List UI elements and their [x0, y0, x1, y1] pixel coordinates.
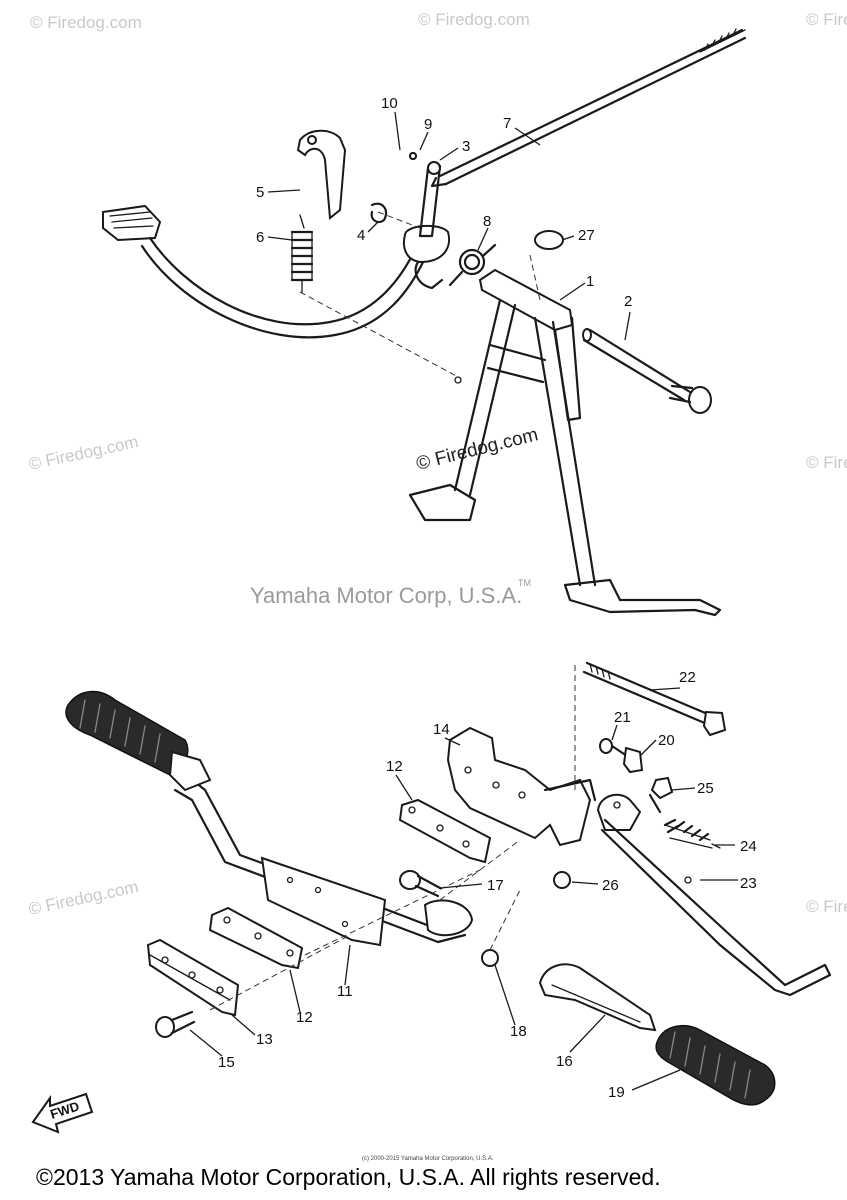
- side-stand: [596, 793, 832, 997]
- footrest-bar: [173, 768, 474, 947]
- copyright: ©2013 Yamaha Motor Corporation, U.S.A. A…: [36, 1164, 661, 1190]
- main-stand: [408, 268, 722, 617]
- callout-21: 21: [614, 709, 631, 726]
- callout-8: 8: [483, 213, 491, 230]
- bolt-20: [610, 744, 644, 774]
- callout-12b: 12: [296, 1009, 313, 1026]
- bolt-15: [155, 1010, 196, 1038]
- callout-14: 14: [433, 721, 450, 738]
- watermark: © Firedog.com: [806, 897, 847, 916]
- callout-4: 4: [357, 227, 365, 244]
- fwd-arrow: FWD: [31, 1092, 94, 1134]
- mid-credit: Yamaha Motor Corp, U.S.A.: [250, 583, 522, 608]
- callout-3: 3: [462, 138, 470, 155]
- plate-upper: [398, 798, 492, 864]
- callout-10: 10: [381, 95, 398, 112]
- watermark: © Firedog.com: [806, 453, 847, 472]
- nut-18: [481, 949, 499, 967]
- callout-17: 17: [487, 877, 504, 894]
- brake-lever: [409, 152, 442, 238]
- callout-12a: 12: [386, 758, 403, 775]
- callout-20: 20: [658, 732, 675, 749]
- brake-pedal: [102, 204, 450, 339]
- rear-footrest-rubber: [655, 1024, 776, 1106]
- side-stand-spring: [663, 818, 721, 849]
- rubber-cap: [534, 230, 564, 250]
- callout-25: 25: [697, 780, 714, 797]
- callout-11: 11: [337, 983, 353, 1000]
- bolt-17: [399, 870, 442, 898]
- watermark: © Firedog.com: [27, 432, 140, 474]
- circlip: [370, 202, 388, 224]
- bolt-25: [648, 776, 674, 814]
- watermark: © Firedog.com: [30, 13, 142, 32]
- watermark: © Firedog.com: [418, 10, 530, 29]
- small-credit: (c) 2000-2015 Yamaha Motor Corporation, …: [362, 1156, 494, 1162]
- brake-rod: [430, 28, 747, 188]
- callout-7: 7: [503, 115, 511, 132]
- callout-15: 15: [218, 1054, 235, 1071]
- callout-1: 1: [586, 273, 594, 290]
- plate-lower: [208, 906, 304, 970]
- long-bolt: [582, 661, 727, 737]
- front-footrest-rubber: [65, 690, 212, 792]
- callout-5: 5: [256, 184, 264, 201]
- callout-19: 19: [608, 1084, 625, 1101]
- washer-21: [599, 738, 613, 754]
- bracket-upper: [446, 726, 597, 847]
- stay-bracket: [296, 129, 347, 220]
- callout-22: 22: [679, 669, 696, 686]
- callout-24: 24: [740, 838, 757, 855]
- upper-assembly: [102, 28, 747, 617]
- callout-13: 13: [256, 1031, 273, 1048]
- washer: [409, 152, 417, 160]
- callout-27: 27: [578, 227, 595, 244]
- callout-leaders: [189, 111, 738, 1091]
- callout-9: 9: [424, 116, 432, 133]
- callout-18: 18: [510, 1023, 527, 1040]
- nut-26: [553, 871, 571, 889]
- torsion-spring: [448, 243, 497, 287]
- pivot-shaft: [582, 328, 712, 414]
- trademark: TM: [518, 578, 531, 588]
- lower-assembly: [65, 661, 832, 1106]
- callout-6: 6: [256, 229, 264, 246]
- bracket-lower: [146, 938, 240, 1017]
- callout-labels: 10 9 3 7 5 6 4 8 27 1 2 22 21 14 20 12 2…: [218, 95, 757, 1101]
- watermark: © Firedog.com: [806, 10, 847, 29]
- callout-26: 26: [602, 877, 619, 894]
- brake-spring: [290, 214, 314, 293]
- callout-16: 16: [556, 1053, 573, 1070]
- footrest-bracket: [538, 963, 657, 1032]
- callout-23: 23: [740, 875, 757, 892]
- callout-2: 2: [624, 293, 632, 310]
- watermark: © Firedog.com: [27, 877, 140, 919]
